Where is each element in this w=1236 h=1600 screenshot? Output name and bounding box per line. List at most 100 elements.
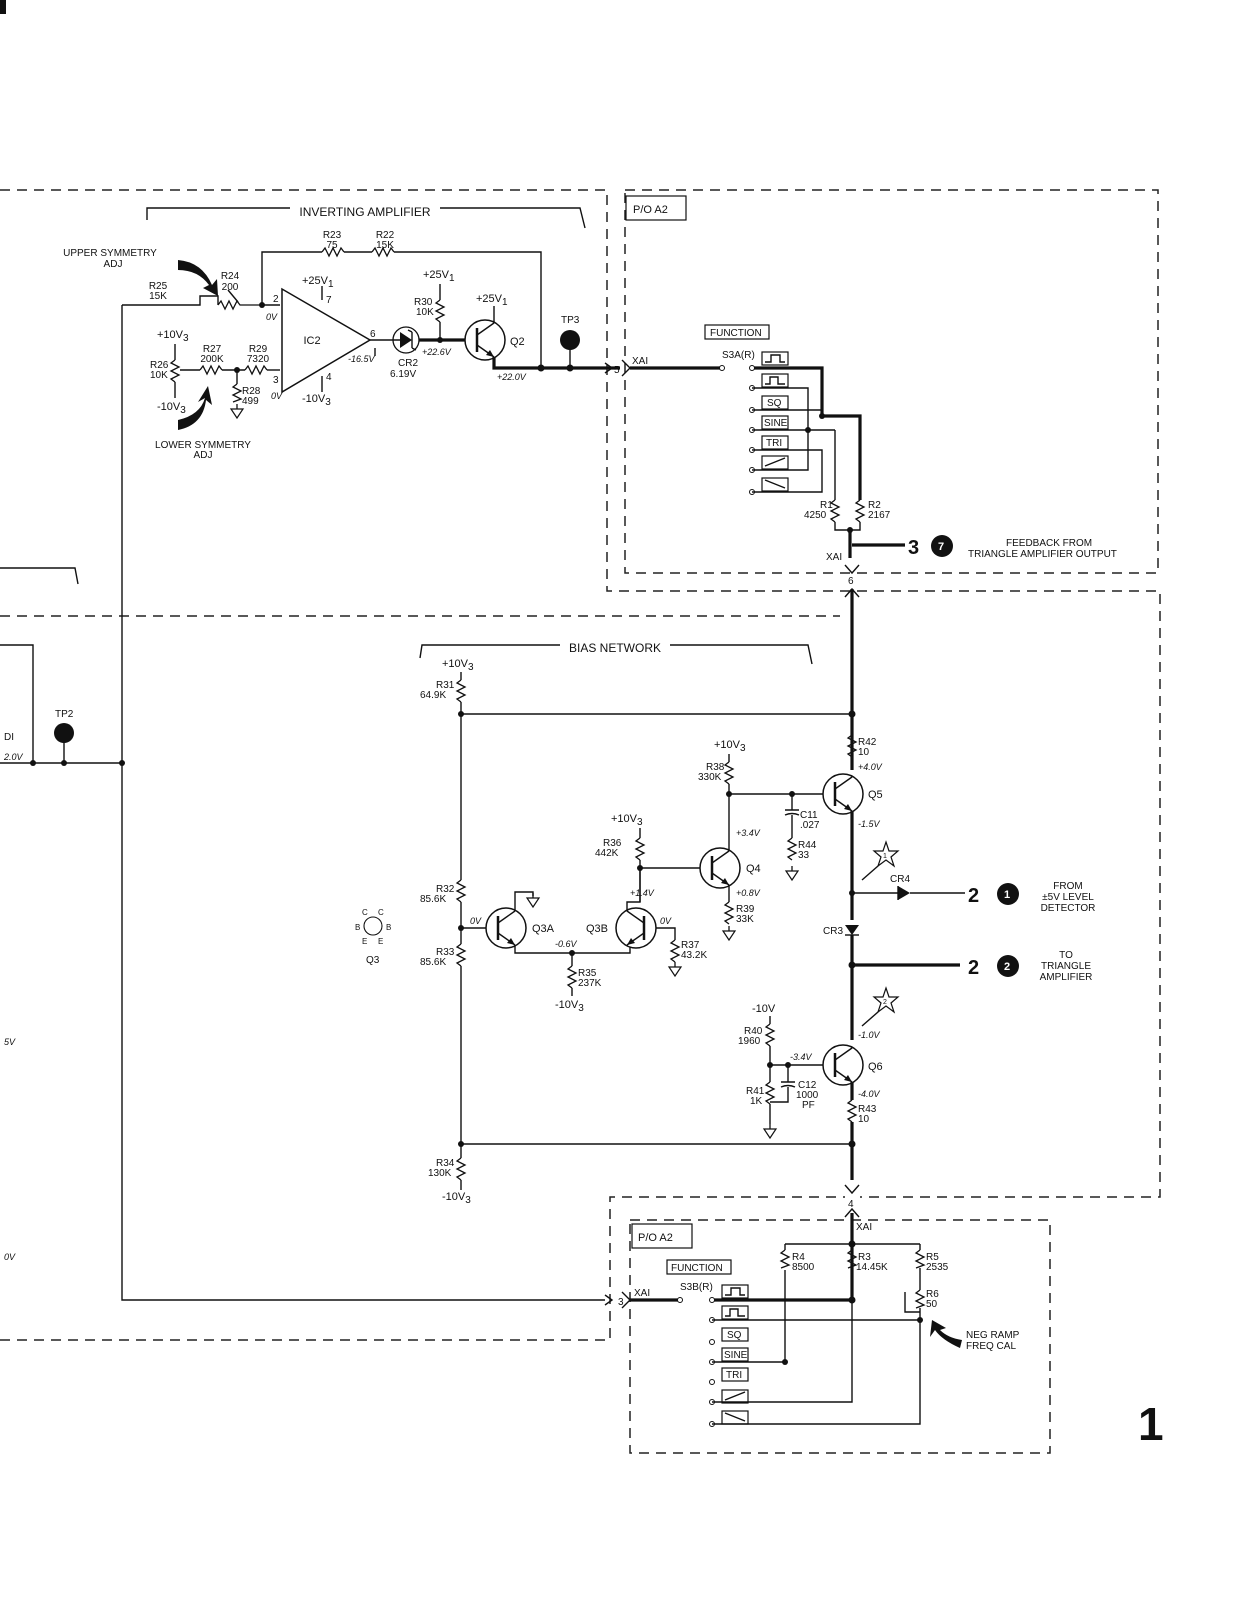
r22-value: 15K bbox=[376, 240, 394, 251]
inverting-amplifier: INVERTING AMPLIFIER UPPER SYMMETRY ADJ R… bbox=[63, 205, 620, 461]
inverting-amplifier-title: INVERTING AMPLIFIER bbox=[299, 205, 430, 219]
r1-value: 4250 bbox=[804, 510, 827, 521]
r34-vneg: -10V3 bbox=[442, 1191, 471, 1206]
to-tri-ref: 2 bbox=[1004, 961, 1010, 973]
c12-ref: C12 bbox=[798, 1080, 817, 1091]
r31-value: 64.9K bbox=[420, 690, 446, 701]
lower-symmetry-label: LOWER SYMMETRY bbox=[155, 440, 251, 451]
cr2-ref: CR2 bbox=[398, 358, 418, 369]
ic2-pin6: 6 bbox=[370, 329, 376, 340]
function-switch-title-top: FUNCTION bbox=[710, 328, 762, 339]
r26-vsupply: +10V3 bbox=[157, 329, 189, 344]
from-level-ref: 1 bbox=[1004, 889, 1010, 901]
pin6-label: 6 bbox=[848, 576, 854, 587]
r30-ref: R30 bbox=[414, 297, 433, 308]
pin-e1: E bbox=[362, 937, 367, 946]
ic2-opamp bbox=[281, 287, 372, 394]
board-a2-bottom-label: P/O A2 bbox=[638, 1232, 673, 1244]
board-a2-top-label: P/O A2 bbox=[633, 204, 668, 216]
r35-ref: R35 bbox=[578, 968, 597, 979]
ic2-pin7: 7 bbox=[326, 295, 332, 306]
xai-top-label: XAI bbox=[632, 356, 648, 367]
xai-bottom-in: XAI bbox=[856, 1222, 872, 1233]
pin-c2: C bbox=[378, 908, 384, 917]
r4-value: 8500 bbox=[792, 1262, 815, 1273]
board-frames bbox=[0, 189, 1161, 1454]
cr2k-voltage: +22.6V bbox=[422, 347, 452, 357]
neg-ramp-label: NEG RAMP bbox=[966, 1330, 1020, 1341]
r44-ref: R44 bbox=[798, 840, 817, 851]
ic2-pin4: 4 bbox=[326, 372, 332, 383]
r39-ref: R39 bbox=[736, 904, 755, 915]
cr2-value: 6.19V bbox=[390, 369, 416, 380]
upper-symmetry-adj: ADJ bbox=[104, 259, 123, 270]
r5-value: 2535 bbox=[926, 1262, 949, 1273]
r25-ref: R25 bbox=[149, 281, 168, 292]
from-level-text-2: ±5V LEVEL bbox=[1042, 892, 1094, 903]
function-switch-title-bottom: FUNCTION bbox=[671, 1263, 723, 1274]
q5-transistor-icon bbox=[821, 772, 865, 816]
bias-network: BIAS NETWORK +10V3 R31 64.9K R32 85.6K R… bbox=[355, 641, 1095, 1206]
r33-ref: R33 bbox=[436, 947, 455, 958]
xai-bottom-label: XAI bbox=[634, 1288, 650, 1299]
r5-ref: R5 bbox=[926, 1252, 939, 1263]
board-a2-bottom: P/O A2 FUNCTION S3B(R) 3 XAI SQ SINE bbox=[618, 1213, 1020, 1427]
ic2-pin2: 2 bbox=[273, 294, 279, 305]
q3ab-voltage: 0V bbox=[470, 916, 482, 926]
r26-ref: R26 bbox=[150, 360, 169, 371]
switch-top-sq: SQ bbox=[767, 398, 782, 409]
r3-value: 14.45K bbox=[856, 1262, 888, 1273]
r36-ref: R36 bbox=[603, 838, 622, 849]
q2-vsupply: +25V1 bbox=[476, 293, 508, 308]
r39-value: 33K bbox=[736, 914, 754, 925]
q5b-voltage: +4.0V bbox=[858, 762, 883, 772]
neg-ramp-arrow-icon bbox=[930, 1320, 962, 1348]
c11-value: .027 bbox=[800, 820, 820, 831]
r26-value: 10K bbox=[150, 370, 168, 381]
left-di: DI bbox=[4, 732, 14, 743]
ic2-vplus: +25V1 bbox=[302, 275, 334, 290]
ic2-pin3: 3 bbox=[273, 375, 279, 386]
r34-ref: R34 bbox=[436, 1158, 455, 1169]
feedback-sheet: 3 bbox=[908, 537, 919, 559]
pin-c1: C bbox=[362, 908, 368, 917]
r31-vsupply: +10V3 bbox=[442, 658, 474, 673]
switch-bottom-tri: TRI bbox=[726, 1370, 742, 1381]
r38-value: 330K bbox=[698, 772, 722, 783]
cr4-diode-icon bbox=[898, 886, 910, 900]
switch-top-tri: TRI bbox=[766, 438, 782, 449]
r28-ref: R28 bbox=[242, 386, 261, 397]
q2-label: Q2 bbox=[510, 336, 525, 348]
left-voltage-3: 0V bbox=[4, 1252, 16, 1262]
q6c-voltage: -1.0V bbox=[858, 1030, 881, 1040]
r28-value: 499 bbox=[242, 396, 259, 407]
s3b-ref: S3B(R) bbox=[680, 1282, 713, 1293]
r37-value: 43.2K bbox=[681, 950, 707, 961]
page-number: 1 bbox=[1138, 1398, 1164, 1450]
tp3-label: TP3 bbox=[561, 315, 580, 326]
switch-bottom-sq: SQ bbox=[727, 1330, 742, 1341]
bias-network-title: BIAS NETWORK bbox=[569, 641, 661, 655]
r32-value: 85.6K bbox=[420, 894, 446, 905]
q3-pinout-diagram: C C B B E E Q3 bbox=[355, 908, 391, 966]
from-level-text-3: DETECTOR bbox=[1041, 903, 1096, 914]
r27-ref: R27 bbox=[203, 344, 222, 355]
r36-value: 442K bbox=[595, 848, 619, 859]
r24-ref: R24 bbox=[221, 271, 240, 282]
r30-value: 10K bbox=[416, 307, 434, 318]
r29-ref: R29 bbox=[249, 344, 268, 355]
r38-vsupply: +10V3 bbox=[714, 739, 746, 754]
q6-label: Q6 bbox=[868, 1061, 883, 1073]
cr3-diode-icon bbox=[845, 925, 859, 935]
r41-ref: R41 bbox=[746, 1086, 765, 1097]
q6b-voltage: -3.4V bbox=[790, 1052, 813, 1062]
r6-value: 50 bbox=[926, 1299, 938, 1310]
r42-ref: R42 bbox=[858, 737, 877, 748]
q5-label: Q5 bbox=[868, 789, 883, 801]
left-voltage-2: 5V bbox=[4, 1037, 16, 1047]
pin5-label: 5 bbox=[614, 365, 620, 376]
r27-value: 200K bbox=[200, 354, 224, 365]
r2-ref: R2 bbox=[868, 500, 881, 511]
r32-ref: R32 bbox=[436, 884, 455, 895]
